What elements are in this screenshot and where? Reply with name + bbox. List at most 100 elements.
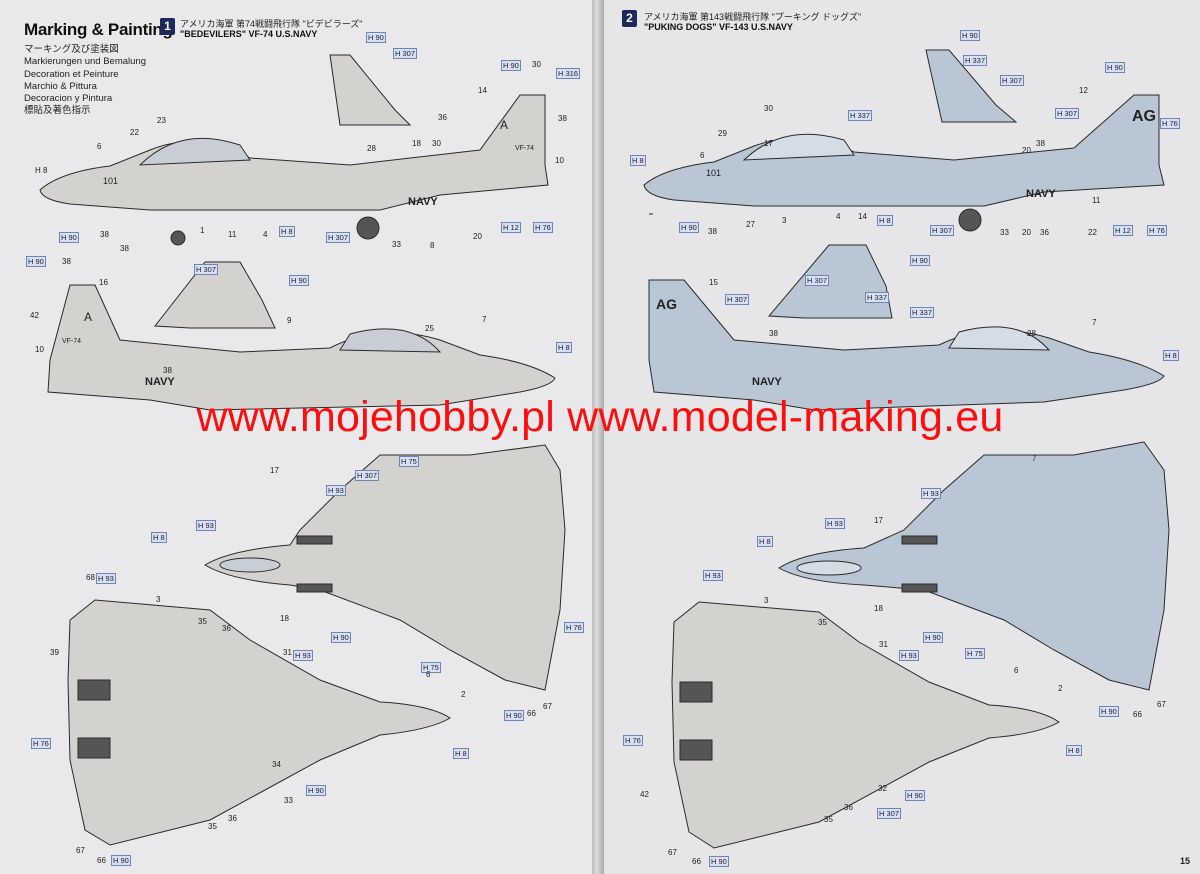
right-page: 2 アメリカ海軍 第143戦闘飛行隊 "プーキング ドッグズ" "PUKING … [604, 0, 1200, 874]
callout-number: 33 [392, 240, 401, 249]
paint-code-tag: H 90 [910, 255, 930, 266]
paint-code-tag: H 12 [1112, 225, 1133, 236]
paint-code-tag: H 93 [899, 650, 919, 661]
callout-number: 6 [700, 151, 705, 160]
paint-code-tag: H 8 [876, 215, 893, 226]
modex-marking: 101 [103, 176, 119, 186]
paint-code-tag: H 90 [110, 855, 131, 866]
callout-number: 39 [50, 648, 59, 657]
scheme-title-japanese: アメリカ海軍 第74戦闘飛行隊 "ビデビラーズ" [180, 19, 363, 29]
callout-number: 2 [461, 690, 466, 699]
paint-code-tag: H 8 [1163, 350, 1179, 361]
navy-marking: NAVY [752, 376, 782, 388]
paint-code-tag: H 93 [325, 485, 346, 496]
paint-code-tag: H 93 [292, 650, 313, 661]
paint-code-tag: H 90 [504, 710, 524, 721]
scheme-number-badge: 1 [160, 18, 175, 35]
paint-code-tag: H 307 [1000, 75, 1025, 86]
callout-number: 6 [426, 670, 431, 679]
side-view-port-drawing [47, 284, 556, 411]
paint-code-tag: H 307 [326, 232, 351, 243]
callout-number: 66 [1133, 710, 1142, 719]
paint-code-tag: H 307 [354, 470, 380, 481]
exhaust-drawing [77, 737, 111, 759]
paint-code-tag: H 307 [929, 225, 955, 236]
callout-number: 38 [120, 244, 129, 253]
tail-code-marking: AG [1132, 108, 1156, 125]
paint-code-tag: H 93 [898, 650, 919, 661]
callout-number: 1 [200, 226, 205, 235]
paint-code-tag: H 76 [533, 222, 553, 233]
paint-code-tag: H 90 [306, 785, 326, 796]
scheme-title-japanese: アメリカ海軍 第143戦闘飛行隊 "プーキング ドッグズ" [644, 12, 862, 22]
paint-code-tag: H 76 [623, 735, 643, 746]
tail-code-marking: A [84, 310, 93, 324]
callout-number: 38 [1036, 139, 1045, 148]
callout-number: 20 [1022, 146, 1031, 155]
callout-number: 9 [287, 316, 292, 325]
canopy-drawing [742, 133, 855, 161]
paint-code-tag: H 75 [420, 662, 441, 673]
heading-translation: Decoration et Peinture [24, 68, 119, 80]
paint-code-tag: H 307 [724, 294, 750, 305]
paint-code-label: H 8 [35, 166, 47, 175]
callout-number: 8 [430, 241, 435, 250]
callout-number: 27 [746, 220, 755, 229]
callout-number: 3 [782, 216, 787, 225]
paint-code-tag: H 90 [922, 632, 943, 643]
intake-drawing [296, 535, 333, 545]
callout-number: 18 [412, 139, 421, 148]
callout-number: 18 [280, 614, 289, 623]
callout-number: 17 [874, 516, 883, 525]
callout-number: 14 [858, 212, 867, 221]
paint-code-tag: H 90 [959, 30, 980, 41]
callout-number: 20 [473, 232, 482, 241]
paint-code-tag: H 8 [877, 215, 893, 226]
callout-number: 36 [228, 814, 237, 823]
callout-number: 35 [824, 815, 833, 824]
bottom-view-drawing [671, 601, 1060, 849]
paint-code-tag: H 8 [453, 748, 469, 759]
callout-number: 35 [818, 618, 827, 627]
canopy-drawing [339, 328, 442, 353]
paint-code-tag: H 90 [501, 60, 521, 71]
paint-code-tag: H 307 [804, 275, 830, 286]
scheme1-drawings [39, 54, 566, 846]
scheme-title: "PUKING DOGS" VF-143 U.S.NAVY [644, 22, 793, 32]
callout-number: 33 [1000, 228, 1009, 237]
paint-code-tag: H 93 [95, 573, 116, 584]
callout-number: 4 [263, 230, 268, 239]
modex-marking: 101 [706, 168, 722, 178]
tail-code-marking: A [500, 118, 509, 132]
scheme-number-badge: 2 [622, 10, 637, 27]
intake-drawing [296, 583, 333, 593]
paint-code-tag: H 8 [452, 748, 469, 759]
callout-number: 68 [86, 573, 95, 582]
callout-number: 7 [482, 315, 487, 324]
paint-code-tag: H 90 [904, 790, 925, 801]
intake-drawing [901, 535, 938, 545]
paint-code-tag: H 90 [289, 275, 309, 286]
heading-translation: 標貼及著色指示 [24, 105, 91, 117]
exhaust-drawing [77, 679, 111, 701]
paint-code-tag: H 76 [1159, 118, 1180, 129]
paint-code-tag: H 75 [398, 456, 419, 467]
paint-code-tag: H 307 [393, 48, 418, 59]
callout-number: 14 [478, 86, 487, 95]
paint-code-tag: H 8 [757, 536, 773, 547]
paint-code-tag [648, 208, 653, 217]
paint-code-tag: H 90 [305, 785, 326, 796]
callout-number: 30 [532, 60, 541, 69]
paint-code-tag: H 90 [331, 632, 351, 643]
callout-number: 42 [640, 790, 649, 799]
heading-translation: Decoracion y Pintura [24, 93, 113, 105]
heading-translation: マーキング及び塗装図 [24, 44, 119, 55]
canopy-drawing [219, 557, 281, 573]
callout-number: 18 [874, 604, 883, 613]
paint-code-tag: H 90 [960, 30, 980, 41]
callout-number: 66 [692, 857, 701, 866]
vertical-tail-drawing [154, 261, 276, 329]
callout-number: 11 [228, 230, 237, 239]
callout-number: 30 [764, 104, 773, 113]
paint-code-tag: H 8 [151, 532, 167, 543]
